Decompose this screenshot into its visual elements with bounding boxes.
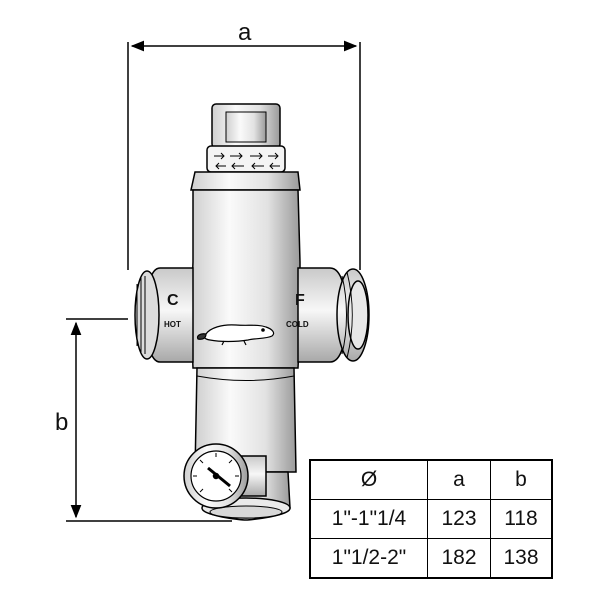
table-cell-b: 138 — [490, 538, 553, 579]
beaver-logo-icon — [196, 324, 275, 346]
table-row: 1"-1"1/4 123 118 — [309, 499, 553, 539]
dimension-a: a — [127, 19, 361, 270]
cold-text: COLD — [286, 320, 309, 329]
valve-body — [134, 103, 370, 521]
cold-letter: F — [295, 292, 305, 309]
thermometer-dial-icon — [183, 443, 267, 509]
dimension-a-label: a — [238, 19, 252, 46]
table-cell-a: 123 — [427, 499, 491, 539]
flow-arrows-icon — [214, 152, 280, 170]
table-header-a: a — [427, 459, 491, 500]
table-header-b: b — [490, 459, 553, 500]
table-cell-size: 1"1/2-2" — [309, 538, 428, 579]
table-header-diameter: Ø — [309, 459, 428, 500]
table-cell-size: 1"-1"1/4 — [309, 499, 428, 539]
hot-letter: C — [167, 292, 179, 309]
dimension-b-label: b — [55, 409, 68, 436]
dimension-table: Ø a b 1"-1"1/4 123 118 1"1/2-2" 182 138 — [309, 459, 553, 579]
cold-inlet-label: F COLD — [286, 292, 309, 329]
hot-text: HOT — [164, 320, 181, 329]
table-cell-b: 118 — [490, 499, 553, 539]
dimension-b: b — [55, 318, 232, 522]
table-row: 1"1/2-2" 182 138 — [309, 538, 553, 579]
table-cell-a: 182 — [427, 538, 491, 579]
table-header-row: Ø a b — [309, 459, 553, 500]
hot-inlet-label: C HOT — [164, 292, 181, 329]
